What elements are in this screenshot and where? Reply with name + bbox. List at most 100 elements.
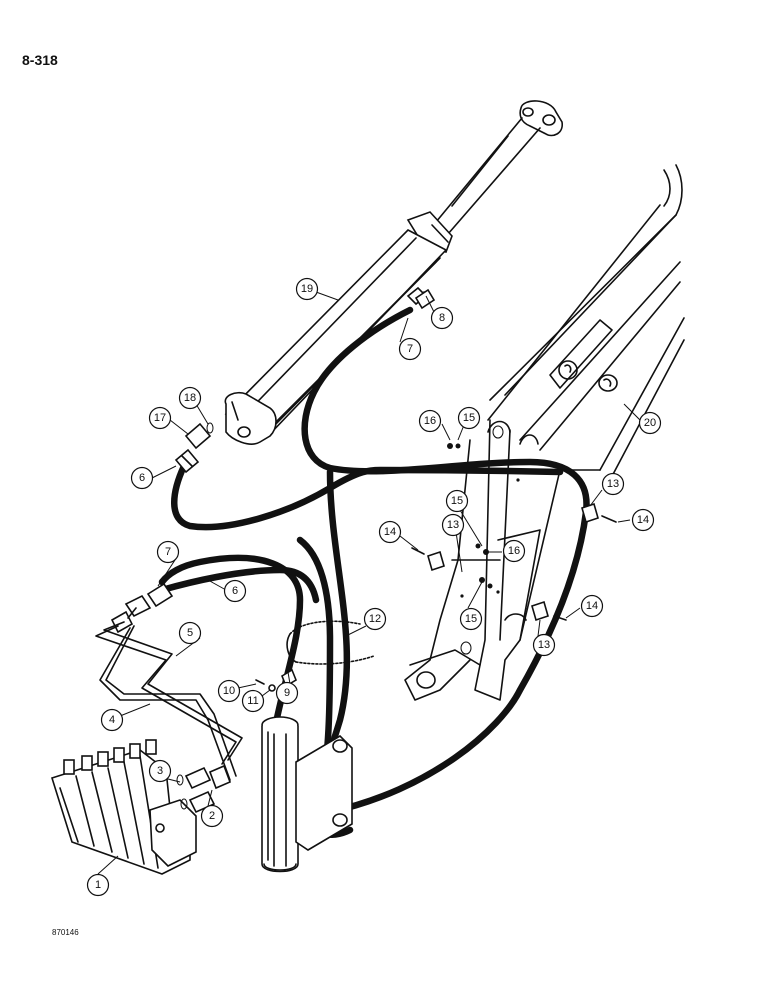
callout-c13b: 13 xyxy=(601,472,625,496)
callout-label: 13 xyxy=(538,639,550,651)
callout-circle xyxy=(631,508,655,532)
callout-c2: 2 xyxy=(200,804,224,828)
callout-circle xyxy=(178,621,202,645)
callout-circle xyxy=(441,513,465,537)
callout-label: 20 xyxy=(644,417,656,429)
callout-label: 5 xyxy=(187,627,193,639)
callout-label: 16 xyxy=(424,415,436,427)
callout-circle xyxy=(601,472,625,496)
callout-label: 15 xyxy=(465,613,477,625)
hoses xyxy=(158,306,590,838)
callout-c3: 3 xyxy=(148,759,172,783)
callout-c19: 19 xyxy=(295,277,319,301)
callout-label: 16 xyxy=(508,545,520,557)
boom xyxy=(404,164,685,701)
callout-c16b: 16 xyxy=(502,539,526,563)
callout-circle xyxy=(457,406,481,430)
swing-post xyxy=(261,716,353,873)
hose-6 xyxy=(171,462,564,531)
boom-cylinder xyxy=(224,100,563,445)
callout-c17: 17 xyxy=(148,406,172,430)
callout-c16a: 16 xyxy=(418,409,442,433)
callout-label: 4 xyxy=(109,714,115,726)
callout-c5: 5 xyxy=(178,621,202,645)
callout-label: 11 xyxy=(247,695,258,707)
callout-circle xyxy=(445,489,469,513)
callout-label: 15 xyxy=(451,495,463,507)
callout-label: 14 xyxy=(384,526,396,538)
callout-circle xyxy=(638,411,662,435)
callout-circle xyxy=(502,539,526,563)
callout-circle xyxy=(200,804,224,828)
hose-7 xyxy=(158,306,590,818)
callout-c1: 1 xyxy=(86,873,110,897)
callout-label: 1 xyxy=(95,879,101,891)
callout-circle xyxy=(295,277,319,301)
callout-label: 13 xyxy=(447,519,459,531)
callout-circle xyxy=(217,679,241,703)
callout-c4: 4 xyxy=(100,708,124,732)
callout-circle xyxy=(130,466,154,490)
callout-c20: 20 xyxy=(638,411,662,435)
callout-circle xyxy=(148,759,172,783)
callout-c6a: 6 xyxy=(130,466,154,490)
callout-label: 17 xyxy=(154,412,166,424)
leader-lines xyxy=(97,291,641,875)
callout-c14a: 14 xyxy=(378,520,402,544)
callout-c9: 9 xyxy=(275,681,299,705)
callout-circle xyxy=(378,520,402,544)
callout-circle xyxy=(363,607,387,631)
callout-label: 2 xyxy=(209,810,215,822)
drawing-number: 870146 xyxy=(52,928,79,937)
callout-c15a: 15 xyxy=(457,406,481,430)
callout-circle xyxy=(148,406,172,430)
callout-label: 15 xyxy=(463,412,475,424)
callout-circle xyxy=(223,579,247,603)
callout-c14c: 14 xyxy=(580,594,604,618)
callout-label: 8 xyxy=(439,312,445,324)
tubes xyxy=(95,607,243,781)
callout-c8: 8 xyxy=(430,306,454,330)
callout-group: 1234566778910111213131314141415151516161… xyxy=(86,277,662,897)
callout-label: 14 xyxy=(637,514,649,526)
callout-c6b: 6 xyxy=(223,579,247,603)
callout-circle xyxy=(100,708,124,732)
callout-c13c: 13 xyxy=(532,633,556,657)
callout-label: 19 xyxy=(301,283,313,295)
callout-label: 10 xyxy=(223,685,235,697)
callout-c15b: 15 xyxy=(445,489,469,513)
page-number: 8-318 xyxy=(22,52,58,68)
callout-label: 6 xyxy=(139,472,145,484)
callout-c7b: 7 xyxy=(398,337,422,361)
callout-circle xyxy=(580,594,604,618)
callout-circle xyxy=(398,337,422,361)
callout-c7a: 7 xyxy=(156,540,180,564)
control-valve xyxy=(50,739,232,875)
callout-circle xyxy=(178,386,202,410)
callout-circle xyxy=(241,689,265,713)
callout-c15c: 15 xyxy=(459,607,483,631)
callout-label: 3 xyxy=(157,765,163,777)
callout-c13a: 13 xyxy=(441,513,465,537)
callout-c11: 11 xyxy=(241,689,265,713)
callout-circle xyxy=(86,873,110,897)
callout-circle xyxy=(532,633,556,657)
callout-label: 13 xyxy=(607,478,619,490)
callout-circle xyxy=(459,607,483,631)
callout-label: 14 xyxy=(586,600,598,612)
callout-circle xyxy=(418,409,442,433)
callout-circle xyxy=(156,540,180,564)
clamps xyxy=(255,443,617,692)
callout-c12: 12 xyxy=(363,607,387,631)
callout-label: 7 xyxy=(165,546,171,558)
callout-c14b: 14 xyxy=(631,508,655,532)
callout-label: 18 xyxy=(184,392,196,404)
callout-label: 7 xyxy=(407,343,413,355)
callout-circle xyxy=(275,681,299,705)
callout-label: 12 xyxy=(369,613,381,625)
callout-circle xyxy=(430,306,454,330)
callout-c18: 18 xyxy=(178,386,202,410)
callout-c10: 10 xyxy=(217,679,241,703)
callout-label: 6 xyxy=(232,585,238,597)
